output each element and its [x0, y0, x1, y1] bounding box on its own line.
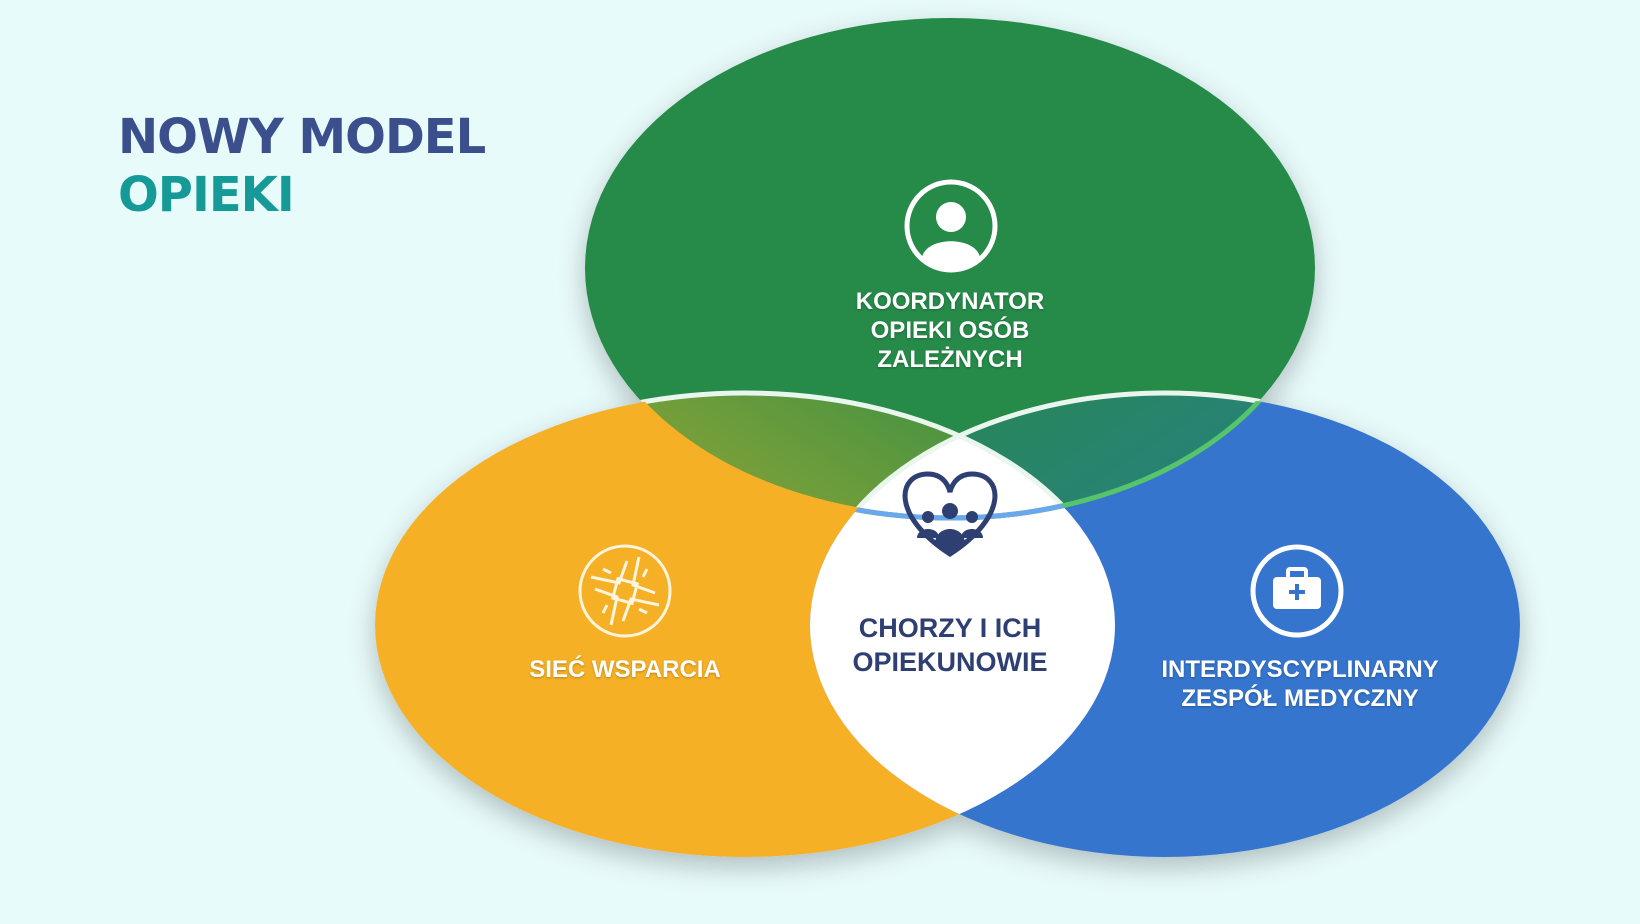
- label-right-line-2: ZESPÓŁ MEDYCZNY: [1181, 684, 1419, 712]
- label-top-line-2: OPIEKI OSÓB: [870, 316, 1030, 344]
- outline-right-in-top: [807, 390, 1315, 518]
- outline-left-in-top: [585, 390, 1118, 518]
- label-top-line-3: ZALEŻNYCH: [877, 345, 1023, 373]
- page-title: NOWY MODEL OPIEKI: [118, 108, 486, 224]
- heart-family-icon: [902, 471, 998, 557]
- person-icon: [904, 179, 998, 273]
- joined-hands-icon: [578, 544, 672, 638]
- label-left-line-1: SIEĆ WSPARCIA: [529, 656, 721, 683]
- label-top-line-1: KOORDYNATOR: [855, 288, 1045, 315]
- title-line-1: NOWY MODEL: [118, 109, 486, 165]
- title-line-2: OPIEKI: [118, 167, 295, 223]
- label-right-line-1: INTERDYSCYPLINARNY: [1161, 656, 1439, 683]
- label-center: CHORZY I ICH OPIEKUNOWIE: [810, 611, 1090, 679]
- label-left-circle: SIEĆ WSPARCIA: [495, 656, 755, 685]
- label-right-circle: INTERDYSCYPLINARNY ZESPÓŁ MEDYCZNY: [1140, 656, 1460, 714]
- label-center-line-1: CHORZY I ICH: [858, 613, 1042, 643]
- label-center-line-2: OPIEKUNOWIE: [852, 647, 1048, 677]
- medical-kit-icon: [1250, 544, 1344, 638]
- label-top-circle: KOORDYNATOR OPIEKI OSÓB ZALEŻNYCH: [800, 288, 1100, 374]
- center-region: [810, 393, 1115, 518]
